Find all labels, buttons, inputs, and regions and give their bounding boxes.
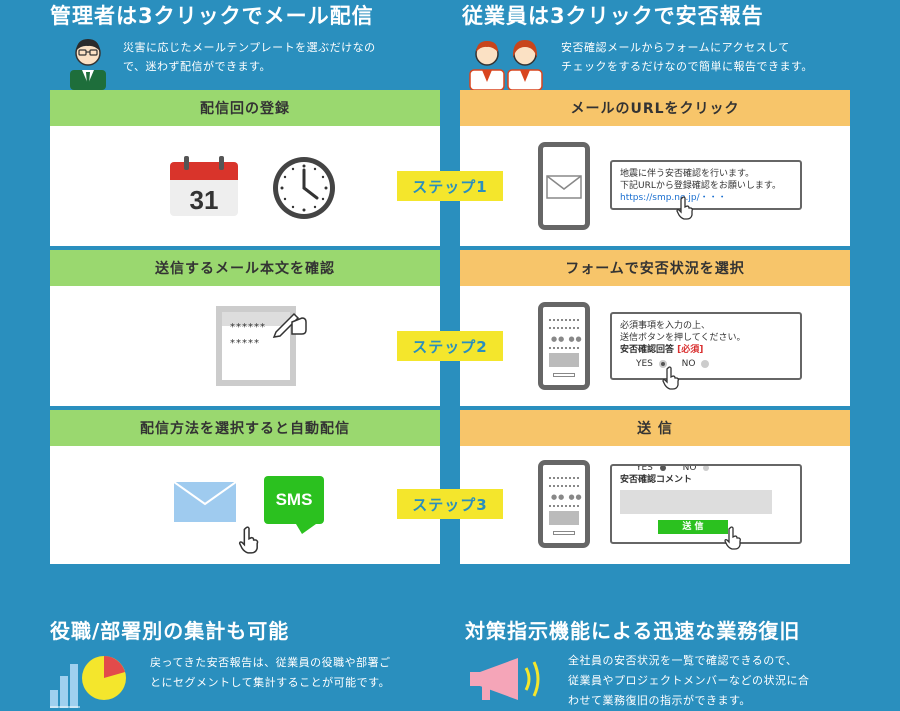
email-icon bbox=[174, 482, 236, 522]
step1-badge: ステップ1 bbox=[397, 171, 503, 201]
admin-avatar-icon bbox=[70, 39, 106, 90]
employee-step3-panel: ●● ●● YES NO 安否確認コメント 送 信 bbox=[460, 446, 850, 564]
employee-step2-panel: ●● ●● 必須事項を入力の上、 送信ボタンを押してください。 安否確認回答 [… bbox=[460, 286, 850, 406]
megaphone-icon bbox=[470, 658, 540, 700]
employees-avatar-icon bbox=[469, 40, 543, 90]
admin-step3-title: 配信方法を選択すると自動配信 bbox=[50, 410, 440, 446]
comment-label: 安否確認コメント bbox=[620, 475, 693, 485]
feature1-description: 戻ってきた安否報告は、従業員の役職や部署ご とにセグメントして集計することが可能… bbox=[150, 656, 391, 689]
sms-icon-tail bbox=[296, 524, 316, 534]
required-badge: [必須] bbox=[677, 345, 704, 355]
admin-step2-panel: ****** ***** bbox=[50, 286, 440, 406]
employee-step1-title: メールのURLをクリック bbox=[460, 90, 850, 126]
employee-step1-panel: 地震に伴う安否確認を行います。 下記URLから登録確認をお願いします。 http… bbox=[460, 126, 850, 246]
admin-step2-title: 送信するメール本文を確認 bbox=[50, 250, 440, 286]
no-option-label: NO bbox=[681, 359, 696, 369]
comment-textarea[interactable] bbox=[620, 490, 772, 514]
pointer-hand-icon bbox=[676, 196, 693, 220]
phone-icon: ●● ●● bbox=[538, 460, 590, 548]
calendar-icon: 31 bbox=[170, 156, 238, 216]
no-radio[interactable] bbox=[701, 359, 710, 368]
submit-message-bubble: YES NO 安否確認コメント 送 信 bbox=[610, 464, 802, 544]
mail-message-bubble: 地震に伴う安否確認を行います。 下記URLから登録確認をお願いします。 http… bbox=[610, 160, 802, 210]
employee-description: 安否確認メールからフォームにアクセスして チェックをするだけなので簡単に報告でき… bbox=[561, 41, 813, 73]
submit-button[interactable]: 送 信 bbox=[658, 520, 728, 534]
employee-title: 従業員は3クリックで安否報告 bbox=[462, 4, 764, 28]
admin-title: 管理者は3クリックでメール配信 bbox=[50, 4, 374, 28]
feature1-title: 役職/部署別の集計も可能 bbox=[50, 619, 290, 643]
employee-step3-title: 送 信 bbox=[460, 410, 850, 446]
admin-step1-panel: 31 bbox=[50, 126, 440, 246]
mail-url-link[interactable]: https://smp.ne.jp/・・・ bbox=[620, 193, 727, 203]
sms-icon: SMS bbox=[264, 476, 324, 524]
admin-description: 災害に応じたメールテンプレートを選ぶだけなの で、迷わず配信ができます。 bbox=[123, 41, 376, 73]
feature2-description: 全社員の安否状況を一覧で確認できるので、 従業員やプロジェクトメンバーなどの状況… bbox=[568, 654, 810, 707]
pointer-hand-icon bbox=[662, 366, 679, 390]
admin-step3-panel: SMS bbox=[50, 446, 440, 564]
pen-hand-icon bbox=[272, 312, 307, 338]
yes-radio[interactable] bbox=[658, 359, 667, 368]
pointer-hand-icon bbox=[238, 526, 259, 554]
step3-badge: ステップ3 bbox=[397, 489, 503, 519]
step2-badge: ステップ2 bbox=[397, 331, 503, 361]
feature2-title: 対策指示機能による迅速な業務復旧 bbox=[465, 619, 801, 643]
yes-option-label: YES bbox=[636, 359, 653, 369]
calendar-day: 31 bbox=[190, 185, 219, 215]
phone-icon bbox=[538, 142, 590, 230]
form-message-bubble: 必須事項を入力の上、 送信ボタンを押してください。 安否確認回答 [必須] YE… bbox=[610, 312, 802, 380]
chart-icon bbox=[50, 656, 126, 708]
admin-step1-title: 配信回の登録 bbox=[50, 90, 440, 126]
pointer-hand-icon bbox=[724, 526, 741, 550]
employee-step2-title: フォームで安否状況を選択 bbox=[460, 250, 850, 286]
mail-draft-icon: ****** ***** bbox=[216, 306, 296, 386]
phone-icon: ●● ●● bbox=[538, 302, 590, 390]
envelope-icon bbox=[546, 175, 582, 199]
clock-icon bbox=[273, 157, 335, 219]
